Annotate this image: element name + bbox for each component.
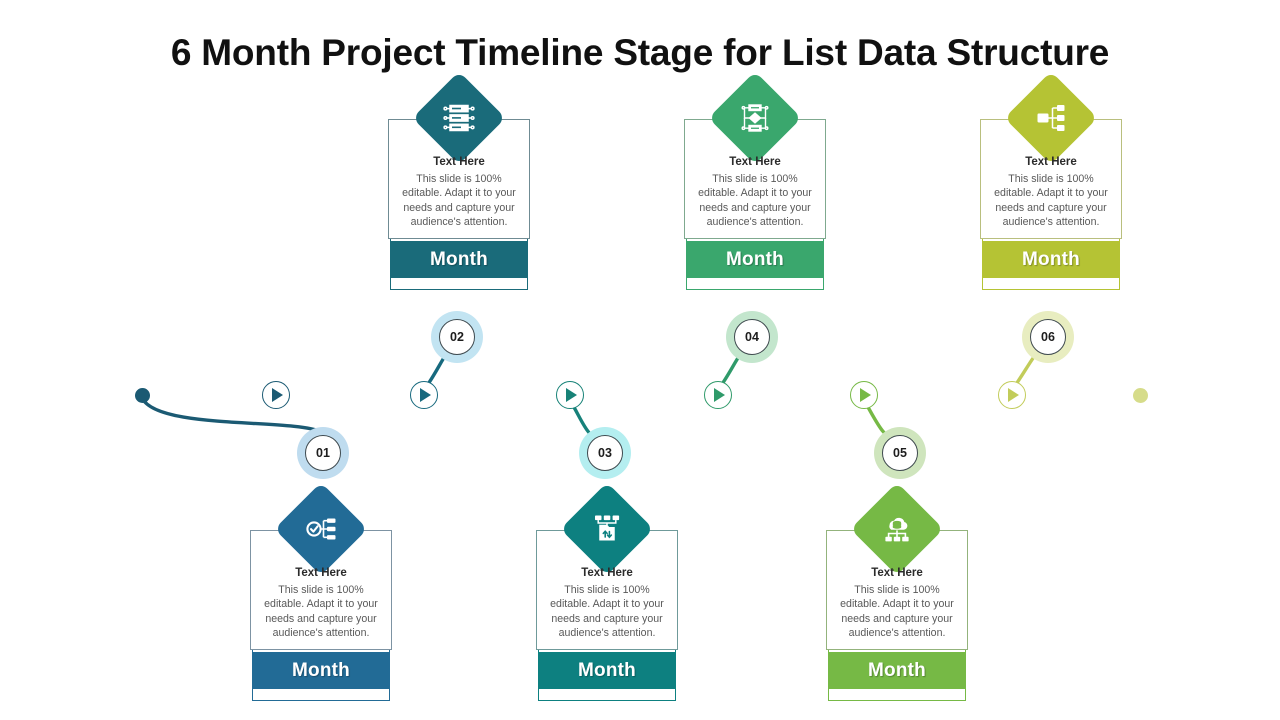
card-body-text: This slide is 100% editable. Adapt it to… (264, 584, 378, 640)
play-triangle-icon (1008, 388, 1019, 402)
stage-icon-02 (412, 71, 506, 165)
stage-number-label: 05 (882, 435, 918, 471)
card-heading: Text Here (295, 567, 347, 579)
card-heading: Text Here (729, 156, 781, 168)
card-body-text: This slide is 100% editable. Adapt it to… (994, 173, 1108, 229)
stage-number-label: 03 (587, 435, 623, 471)
stage-card-06[interactable]: Text Here This slide is 100% editable. A… (980, 71, 1122, 290)
play-marker-3[interactable] (556, 381, 584, 409)
stage-number-01[interactable]: 01 (297, 427, 349, 479)
play-triangle-icon (272, 388, 283, 402)
timeline-start-dot (135, 388, 150, 403)
stage-icon-01 (274, 482, 368, 576)
stage-number-label: 06 (1030, 319, 1066, 355)
play-triangle-icon (566, 388, 577, 402)
stage-number-05[interactable]: 05 (874, 427, 926, 479)
play-marker-4[interactable] (704, 381, 732, 409)
stage-number-label: 04 (734, 319, 770, 355)
hierarchy-branch-icon (1037, 105, 1065, 131)
card-month-bar[interactable]: Month (982, 241, 1120, 278)
timeline-end-dot (1133, 388, 1148, 403)
stage-number-04[interactable]: 04 (726, 311, 778, 363)
card-month-bar[interactable]: Month (538, 652, 676, 689)
stage-icon-04 (708, 71, 802, 165)
card-heading: Text Here (433, 156, 485, 168)
stage-card-02[interactable]: Text Here This slide is 100% editable. A… (388, 71, 530, 290)
card-heading: Text Here (581, 567, 633, 579)
play-triangle-icon (860, 388, 871, 402)
card-body-text: This slide is 100% editable. Adapt it to… (402, 173, 516, 229)
card-month-bar[interactable]: Month (828, 652, 966, 689)
stage-number-label: 01 (305, 435, 341, 471)
cloud-database-network-icon (885, 517, 909, 542)
folder-transfer-icon (595, 515, 620, 541)
play-marker-5[interactable] (850, 381, 878, 409)
stage-icon-06 (1004, 71, 1098, 165)
card-body-text: This slide is 100% editable. Adapt it to… (550, 584, 664, 640)
play-marker-2[interactable] (410, 381, 438, 409)
stage-number-label: 02 (439, 319, 475, 355)
play-triangle-icon (420, 388, 431, 402)
stage-card-04[interactable]: Text Here This slide is 100% editable. A… (684, 71, 826, 290)
stage-number-06[interactable]: 06 (1022, 311, 1074, 363)
server-rack-icon (443, 104, 475, 132)
stage-number-02[interactable]: 02 (431, 311, 483, 363)
page-title: 6 Month Project Timeline Stage for List … (170, 32, 1110, 73)
stage-card-01[interactable]: Text Here This slide is 100% editable. A… (250, 482, 392, 701)
card-heading: Text Here (1025, 156, 1077, 168)
card-body-text: This slide is 100% editable. Adapt it to… (698, 173, 812, 229)
checklist-branch-icon (306, 518, 336, 540)
workflow-diagram-icon (741, 104, 769, 132)
card-month-bar[interactable]: Month (252, 652, 390, 689)
play-marker-6[interactable] (998, 381, 1026, 409)
stage-number-03[interactable]: 03 (579, 427, 631, 479)
stage-icon-05 (850, 482, 944, 576)
card-heading: Text Here (871, 567, 923, 579)
stage-icon-03 (560, 482, 654, 576)
card-body-text: This slide is 100% editable. Adapt it to… (840, 584, 954, 640)
play-marker-1[interactable] (262, 381, 290, 409)
stage-card-05[interactable]: Text Here This slide is 100% editable. A… (826, 482, 968, 701)
card-month-bar[interactable]: Month (686, 241, 824, 278)
stage-card-03[interactable]: Text Here This slide is 100% editable. A… (536, 482, 678, 701)
play-triangle-icon (714, 388, 725, 402)
card-month-bar[interactable]: Month (390, 241, 528, 278)
